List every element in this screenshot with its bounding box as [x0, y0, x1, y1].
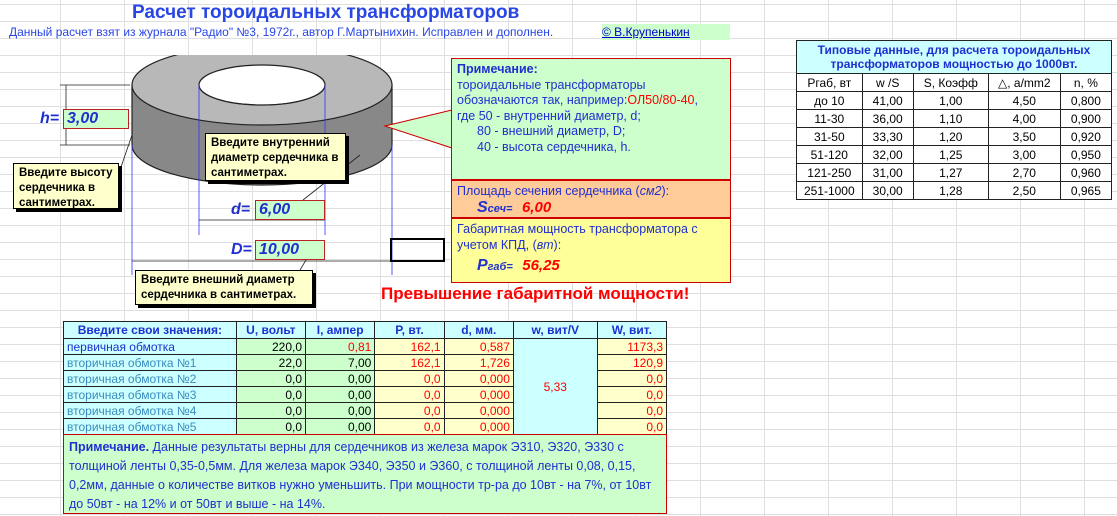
- note-line2-prefix: обозначаются так, например:: [457, 93, 628, 107]
- i-input[interactable]: 0,00: [305, 370, 376, 387]
- note-line2-suffix: ,: [694, 93, 698, 107]
- power-label: Габаритная мощность трансформатора с уче…: [457, 222, 698, 252]
- i-cell: 0,81: [305, 338, 376, 355]
- page-title: Расчет тороидальных трансформаторов: [132, 2, 520, 23]
- material-note-text: Данные результаты верны для сердечников …: [69, 440, 652, 511]
- i-input[interactable]: 7,00: [305, 354, 376, 371]
- selected-cell[interactable]: [390, 238, 445, 262]
- note-line1: тороидальные трансформаторы: [457, 77, 646, 92]
- power-value: 56,25: [522, 257, 560, 274]
- area-result: Sсеч= 6,00: [477, 199, 552, 216]
- designation-note: Примечание: тороидальные трансформаторы …: [451, 58, 731, 180]
- note-line5: 40 - высота сердечника, h.: [477, 139, 631, 154]
- h-input[interactable]: 3,00: [63, 109, 129, 129]
- source-subtitle: Данный расчет взят из журнала "Радио" №3…: [9, 25, 554, 39]
- h-label: h=: [40, 110, 60, 127]
- d-label: d=: [231, 201, 251, 218]
- u-input[interactable]: 0,0: [235, 402, 307, 419]
- typical-data-table: Типовые данные, для расчета тороидальных…: [796, 40, 1113, 200]
- typical-header-row: Pгаб, вт w /S S, Коэфф △, а/mm2 n, %: [796, 73, 1113, 92]
- height-callout: Введите высоту сердечника в сантиметрах.: [13, 163, 119, 209]
- power-result: Pгаб= 56,25: [477, 257, 560, 274]
- i-input[interactable]: 0,00: [305, 418, 376, 435]
- D-label: D=: [231, 241, 252, 258]
- i-input[interactable]: 0,00: [305, 402, 376, 419]
- material-note: Примечание. Данные результаты верны для …: [63, 434, 667, 514]
- note-pointer: [383, 109, 453, 149]
- u-input[interactable]: 0,0: [235, 370, 307, 387]
- area-value: 6,00: [521, 199, 552, 216]
- note-line4: 80 - внешний диаметр, D;: [477, 124, 626, 138]
- u-input[interactable]: 22,0: [235, 354, 307, 371]
- table-row: вторичная обмотка №1 22,0 7,00 162,1 1,7…: [63, 354, 668, 371]
- note-code: ОЛ50/80-40: [627, 93, 695, 107]
- winding-header-row: Введите свои значения: U, вольт I, ампер…: [63, 321, 668, 339]
- note-line3: где 50 - внутренний диаметр, d;: [457, 108, 641, 123]
- d-input[interactable]: 6,00: [255, 200, 325, 220]
- typical-title: Типовые данные, для расчета тороидальных…: [796, 40, 1112, 74]
- author-link[interactable]: © В.Крупенькин: [602, 24, 730, 40]
- note-title: Примечание:: [457, 62, 538, 76]
- warning-message: Превышение габаритной мощности!: [381, 284, 690, 303]
- D-input[interactable]: 10,00: [255, 240, 325, 260]
- winding-table: Введите свои значения: U, вольт I, ампер…: [63, 321, 668, 435]
- u-input[interactable]: 0,0: [235, 386, 307, 403]
- inner-diameter-callout: Введите внутренний диаметр сердечника в …: [205, 133, 346, 181]
- table-row: вторичная обмотка №3 0,0 0,00 0,0 0,000 …: [63, 386, 668, 403]
- table-row: вторичная обмотка №5 0,0 0,00 0,0 0,000 …: [63, 418, 668, 435]
- cross-section-panel: Площадь сечения сердечника (см2): Sсеч= …: [451, 180, 731, 218]
- u-input[interactable]: 220,0: [235, 338, 307, 355]
- table-row: первичная обмотка 220,0 0,81 162,1 0,587…: [63, 338, 668, 435]
- outer-diameter-callout: Введите внешний диаметр сердечника в сан…: [135, 270, 313, 305]
- note-line2: обозначаются так, например:ОЛ50/80-40,: [457, 93, 725, 109]
- u-input[interactable]: 0,0: [235, 418, 307, 435]
- area-label: Площадь сечения сердечника (см2):: [457, 184, 670, 198]
- material-note-title: Примечание.: [69, 440, 150, 454]
- w-per-volt: 5,33: [512, 338, 598, 435]
- power-panel: Габаритная мощность трансформатора с уче…: [451, 218, 731, 283]
- table-row: вторичная обмотка №2 0,0 0,00 0,0 0,000 …: [63, 370, 668, 387]
- i-input[interactable]: 0,00: [305, 386, 376, 403]
